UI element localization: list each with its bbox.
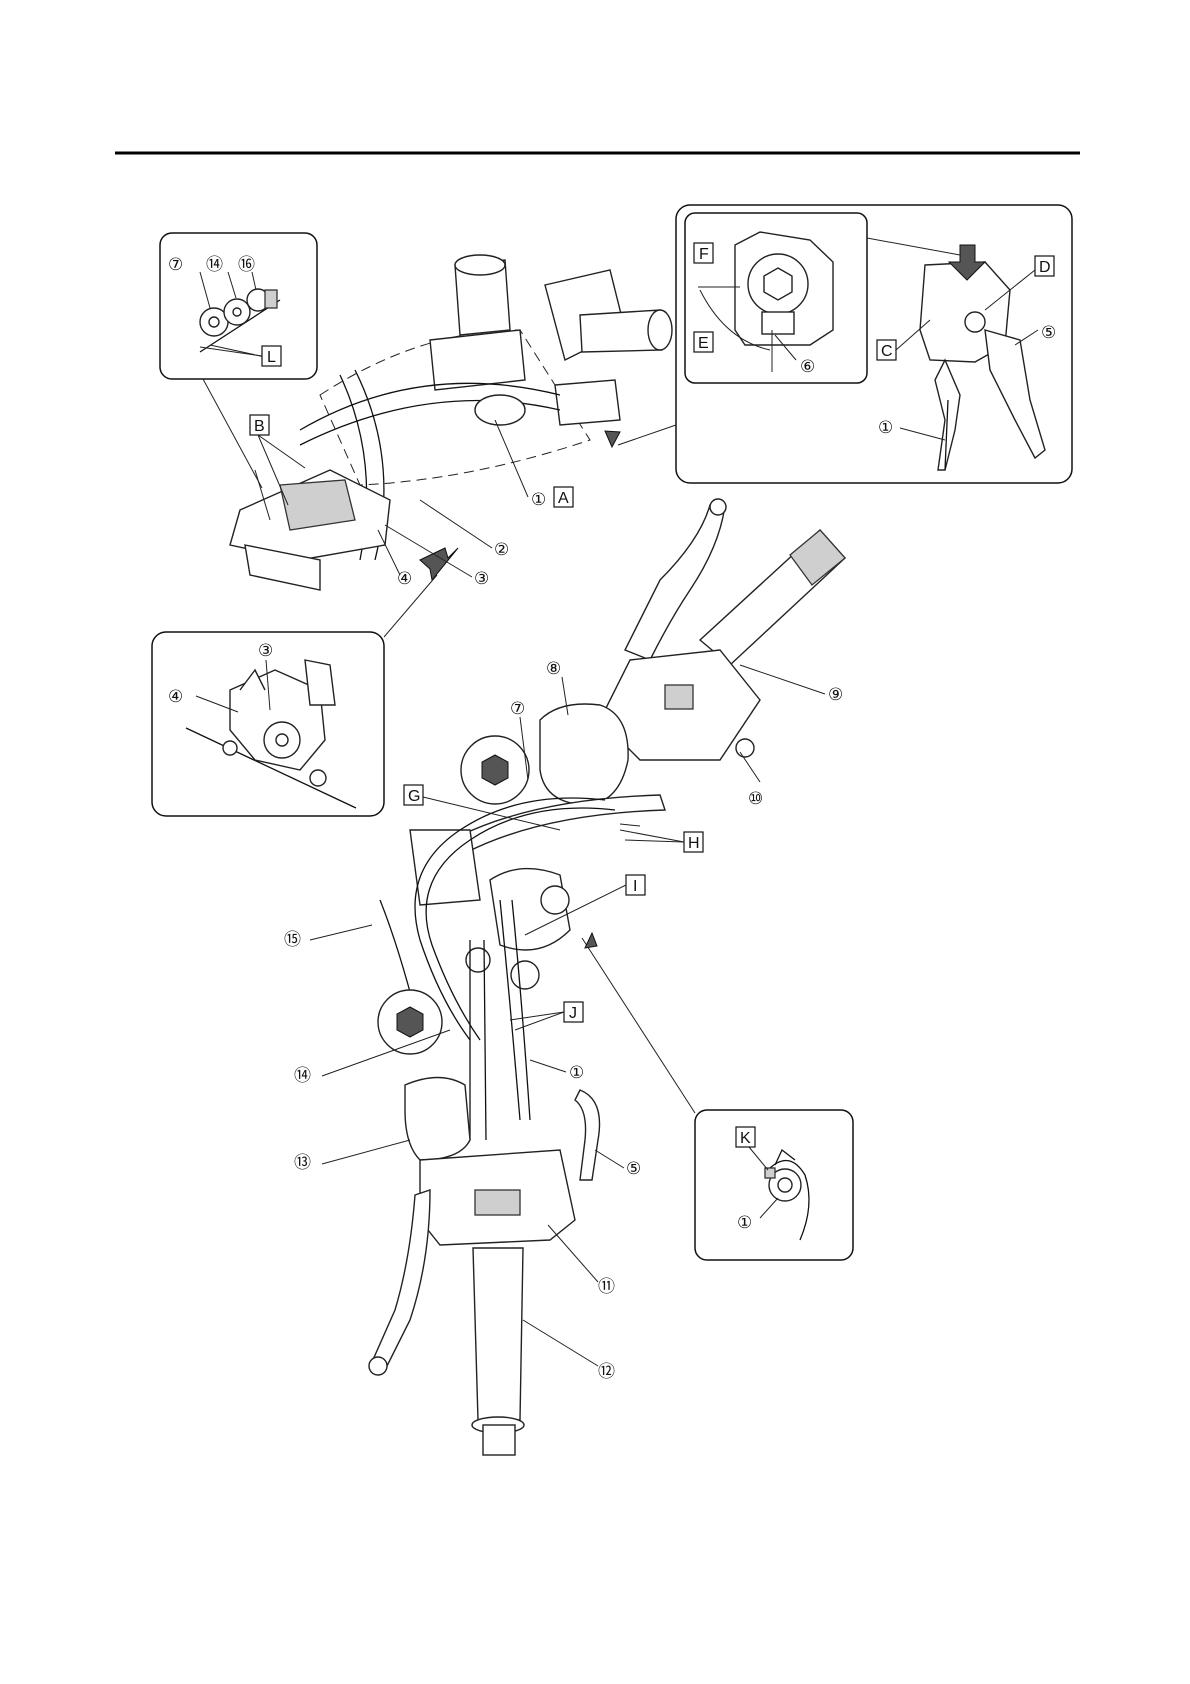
callout-13: ⑬ [294, 1153, 311, 1172]
label-a: A [554, 487, 573, 507]
svg-text:K: K [740, 1130, 751, 1147]
callout-1-upper: ① [531, 490, 546, 509]
callout-1-inset: ① [878, 418, 893, 437]
svg-text:I: I [633, 878, 637, 895]
callout-11: ⑪ [598, 1277, 615, 1296]
svg-text:C: C [881, 343, 893, 360]
svg-text:E: E [698, 335, 709, 352]
detail-inset-top-right [676, 205, 1072, 483]
callout-10: ⑩ [748, 789, 763, 808]
callout-3-upper: ③ [474, 569, 489, 588]
detail-inset-k [695, 1110, 853, 1260]
leader-inset-k [582, 938, 695, 1113]
label-i: I [626, 875, 645, 895]
callout-7: ⑦ [510, 699, 525, 718]
callout-1: ① [569, 1063, 584, 1082]
callout-6-inset: ⑥ [800, 357, 815, 376]
label-d: D [1035, 256, 1054, 276]
callout-9: ⑨ [828, 685, 843, 704]
callout-8: ⑧ [546, 659, 561, 678]
svg-text:G: G [408, 788, 420, 805]
arrow-k-upper [585, 933, 597, 948]
label-b: B [250, 415, 269, 435]
svg-text:L: L [267, 349, 276, 366]
svg-text:D: D [1039, 259, 1051, 276]
callout-4-left-inset: ④ [168, 687, 183, 706]
callout-3-left-inset: ③ [258, 641, 273, 660]
label-k: K [736, 1127, 755, 1147]
callout-12: ⑫ [598, 1362, 615, 1381]
svg-text:F: F [699, 246, 709, 263]
label-e: E [694, 332, 713, 352]
callout-5-inset: ⑤ [1041, 323, 1056, 342]
callout-2-upper: ② [494, 540, 509, 559]
label-j: J [564, 1002, 583, 1022]
label-c: C [877, 340, 896, 360]
callout-4-upper: ④ [397, 569, 412, 588]
callout-7-inset-l: ⑦ [168, 255, 183, 274]
callout-16-inset-l: ⑯ [238, 255, 255, 274]
label-h: H [684, 832, 703, 852]
svg-text:B: B [254, 418, 265, 435]
label-l: L [262, 346, 281, 366]
label-g: G [404, 785, 423, 805]
label-f: F [694, 243, 713, 263]
svg-text:J: J [569, 1005, 577, 1022]
svg-text:A: A [558, 490, 569, 507]
callout-15: ⑮ [284, 930, 301, 949]
arrow-top-right [605, 431, 620, 447]
callout-1-inset-k: ① [737, 1213, 752, 1232]
callout-5: ⑤ [626, 1159, 641, 1178]
callout-14: ⑭ [294, 1066, 311, 1085]
leader-inset-top-right-b [618, 425, 676, 445]
svg-text:H: H [688, 835, 700, 852]
callout-14-inset-l: ⑭ [206, 255, 223, 274]
